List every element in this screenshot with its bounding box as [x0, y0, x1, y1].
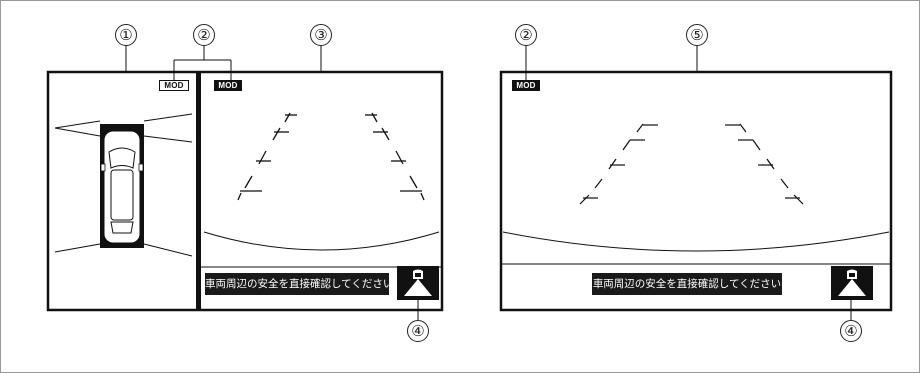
mod-badge-right: MOD — [512, 80, 540, 91]
leader-lines — [125, 46, 852, 320]
callout-4-left: ④ — [407, 320, 429, 342]
split-divider — [196, 72, 201, 310]
callout-2-right: ② — [515, 24, 537, 46]
bumper-line-right — [502, 231, 890, 252]
guide-line-right — [365, 112, 425, 201]
overhead-view — [54, 113, 193, 257]
rear-view-left — [201, 112, 442, 268]
callout-2-left: ② — [193, 24, 215, 46]
guide-line-left-right-monitor — [579, 123, 658, 205]
camera-view-icon[interactable] — [831, 266, 873, 300]
guide-line-left — [237, 112, 297, 201]
right-monitor — [499, 70, 893, 312]
callout-5: ⑤ — [686, 24, 708, 46]
bumper-line — [203, 231, 440, 251]
caution-message-left: 車両周辺の安全を直接確認してください — [205, 273, 393, 295]
callout-1: ① — [115, 24, 137, 46]
right-monitor-frame — [499, 70, 893, 312]
guide-line-right-right-monitor — [725, 123, 804, 205]
left-monitor — [46, 70, 444, 312]
caution-message-right: 車両周辺の安全を直接確認してください — [592, 273, 782, 295]
mod-badge-rear: MOD — [214, 80, 242, 91]
callout-3: ③ — [310, 24, 332, 46]
callout-4-right: ④ — [840, 320, 862, 342]
camera-view-icon[interactable] — [397, 266, 439, 300]
mod-badge-overhead: MOD — [159, 80, 189, 91]
